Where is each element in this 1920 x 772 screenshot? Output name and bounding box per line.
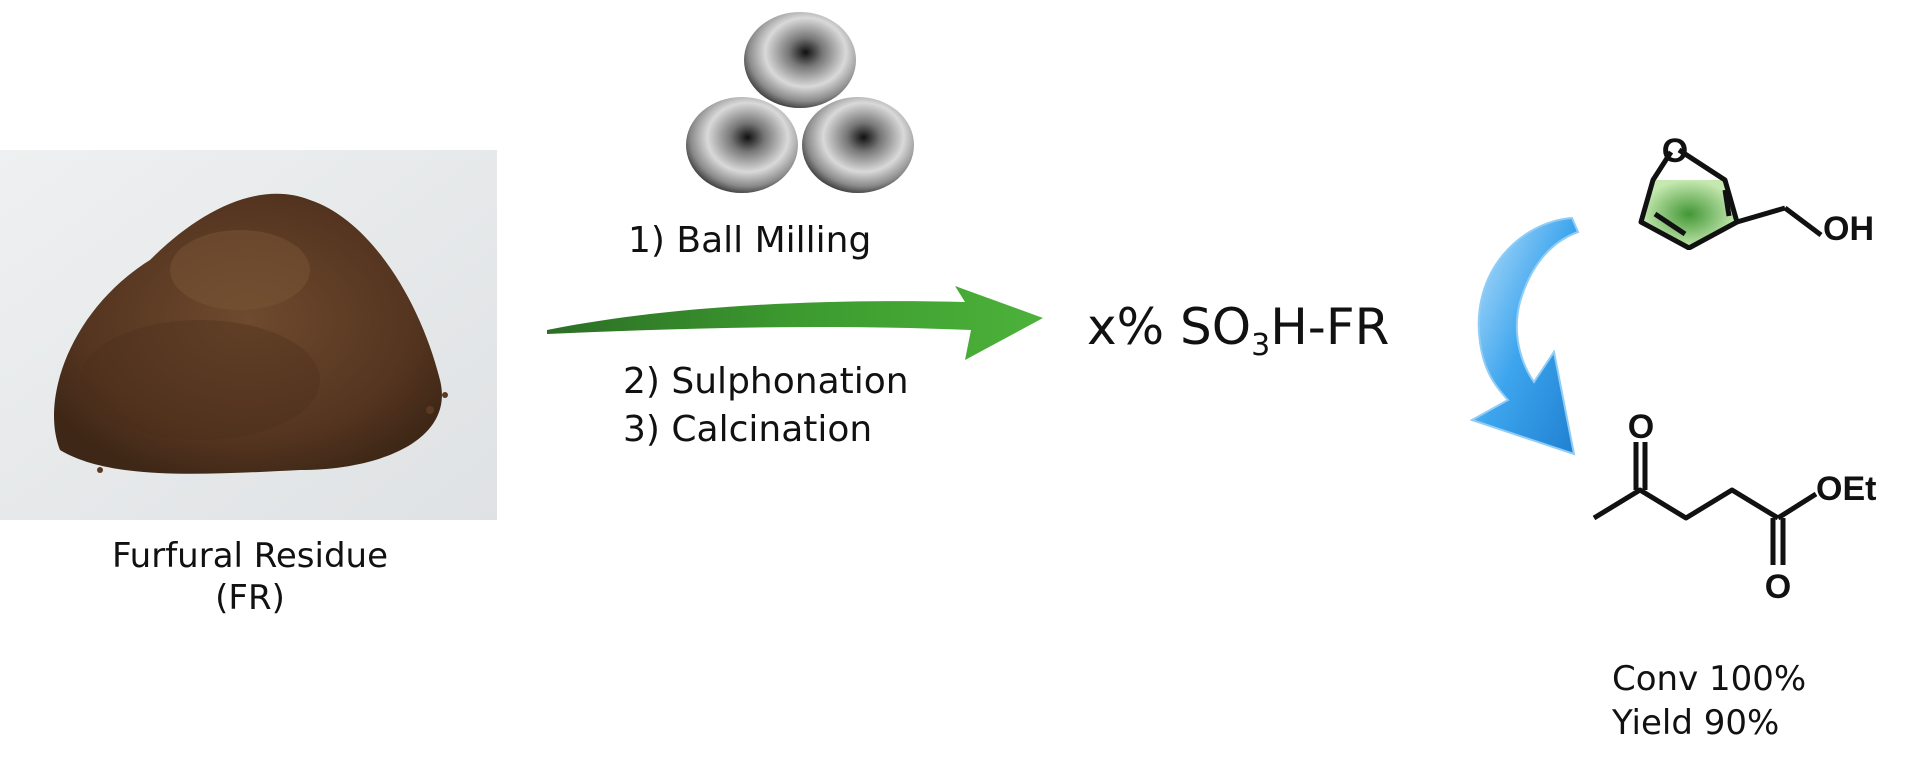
reaction-results: Conv 100% Yield 90% [1612,657,1806,745]
steel-ball-icon [670,10,930,200]
step-sulphonation: 2) Sulphonation [623,361,909,402]
hydroxyl-label: OH [1823,210,1874,248]
furan-oxygen-label: O [1662,132,1688,170]
furfuryl-alcohol-structure: O OH [1625,130,1915,251]
feedstock-caption-line2: (FR) [215,578,285,618]
ketone-oxygen-label: O [1628,408,1654,446]
blue-curved-arrow-icon [1450,212,1600,462]
step-sulphonation-calcination: 2) Sulphonation 3) Calcination [623,358,909,454]
ethyl-levulinate-structure: O OEt O [1580,400,1920,620]
ester-ethoxy-label: OEt [1816,470,1876,508]
catalyst-label: x% SO3H-FR [1087,298,1389,363]
step-ball-milling: 1) Ball Milling [628,220,872,261]
green-process-arrow-icon [545,278,1045,368]
catalyst-prefix: x% SO [1087,298,1252,356]
feedstock-caption-line1: Furfural Residue [111,536,389,576]
furfural-residue-photo [0,150,497,520]
feedstock-caption: Furfural Residue (FR) [60,535,440,619]
ester-carbonyl-oxygen-label: O [1765,568,1791,606]
catalyst-suffix: H-FR [1270,298,1390,356]
yield-result: Yield 90% [1612,703,1780,743]
conversion-result: Conv 100% [1612,659,1807,699]
catalyst-subscript: 3 [1251,328,1271,363]
step-calcination: 3) Calcination [623,409,873,450]
